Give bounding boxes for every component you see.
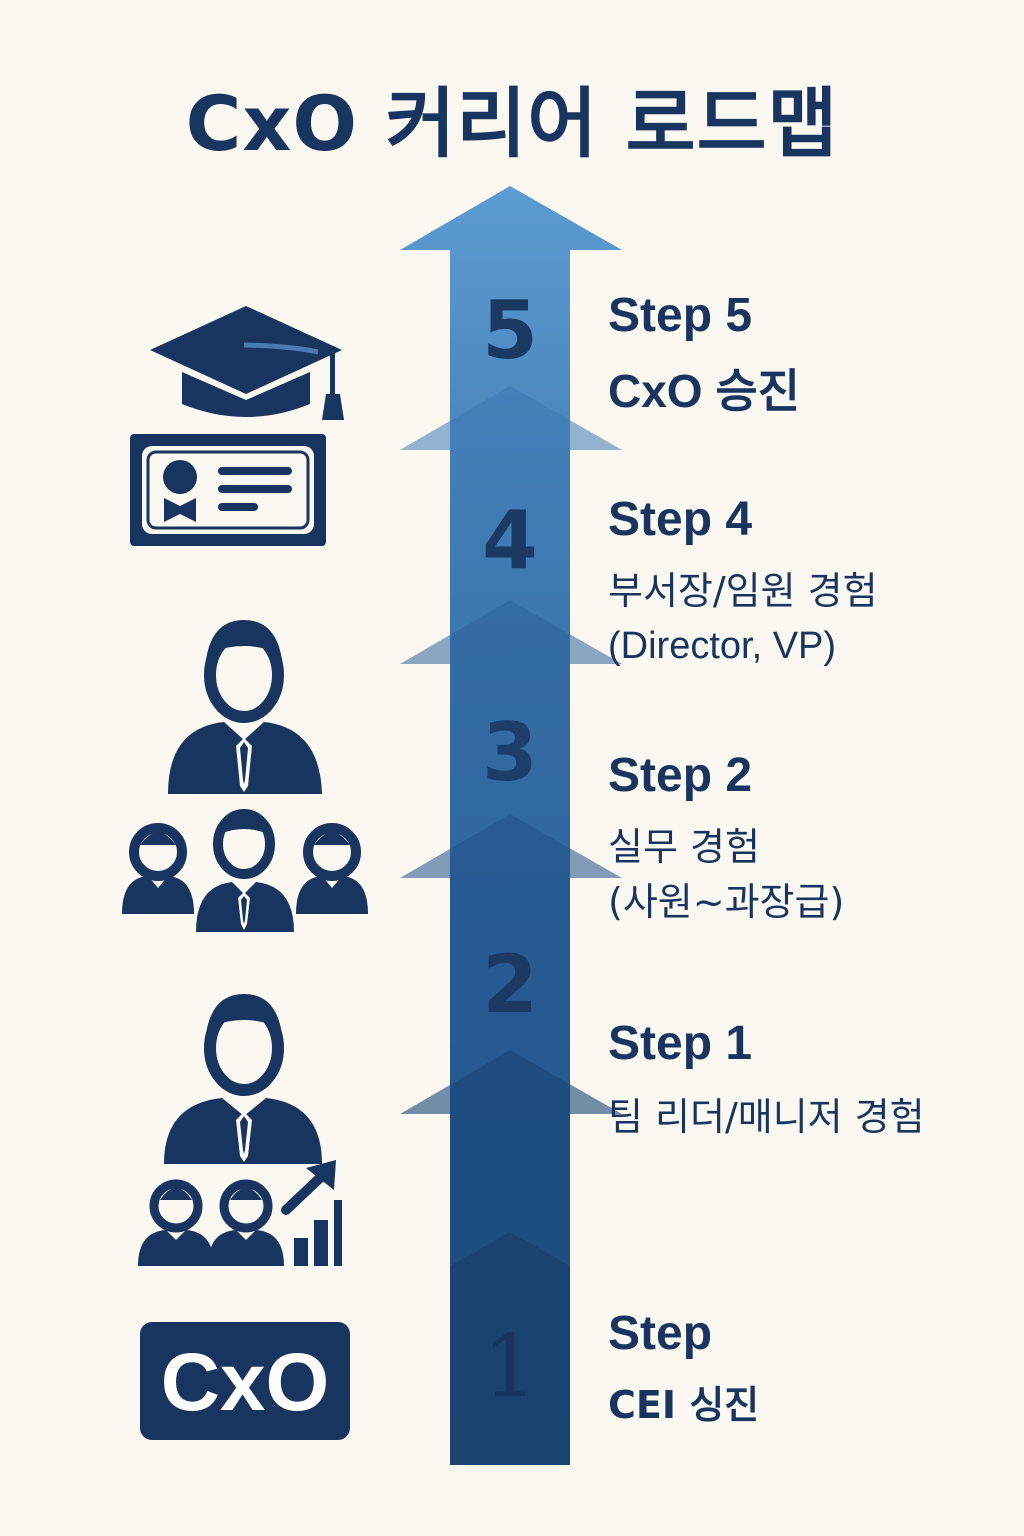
step1-heading: Step 1 [608, 1017, 753, 1070]
step2-line2: (사원~과장급) [608, 880, 845, 925]
step4-line2: (Director, VP) [608, 625, 837, 668]
cxo-badge-text: CxO [161, 1337, 330, 1428]
step4-label: Step 4 부서장/임원 경험 (Director, VP) [608, 496, 878, 674]
executive-person-icon [168, 620, 322, 794]
graduation-cap-icon [150, 306, 344, 420]
step-number-5: 5 [482, 284, 538, 377]
step2-label: Step 2 실무 경험 (사원~과장급) [608, 752, 844, 930]
progress-arrow [400, 186, 622, 1465]
cxo-badge-icon: CxO [140, 1322, 350, 1440]
step0-line1: CEI 싱진 [608, 1383, 760, 1427]
manager-growth-icon [138, 994, 342, 1266]
step1-label: Step 1 팀 리더/매니저 경험 [608, 1020, 925, 1145]
page-title: CxO 커리어 로드맵 [185, 79, 839, 168]
team-group-icon [122, 809, 368, 932]
step0-heading: Step [608, 1307, 713, 1360]
step-number-2: 2 [482, 938, 538, 1031]
step5-line1: CxO 승진 [608, 365, 801, 417]
step1-line1: 팀 리더/매니저 경험 [608, 1095, 925, 1139]
step-number-3: 3 [482, 706, 538, 799]
step5-label: Step 5 CxO 승진 [608, 292, 800, 425]
step-number-1: 1 [483, 1317, 538, 1417]
step-number-4: 4 [482, 494, 538, 587]
step5-heading: Step 5 [608, 289, 753, 342]
certificate-icon [130, 434, 326, 546]
step2-line1: 실무 경험 [608, 825, 760, 869]
step2-heading: Step 2 [608, 749, 753, 802]
step0-label: Step CEI 싱진 [608, 1310, 759, 1433]
step4-line1: 부서장/임원 경험 [608, 569, 878, 613]
step4-heading: Step 4 [608, 493, 753, 546]
